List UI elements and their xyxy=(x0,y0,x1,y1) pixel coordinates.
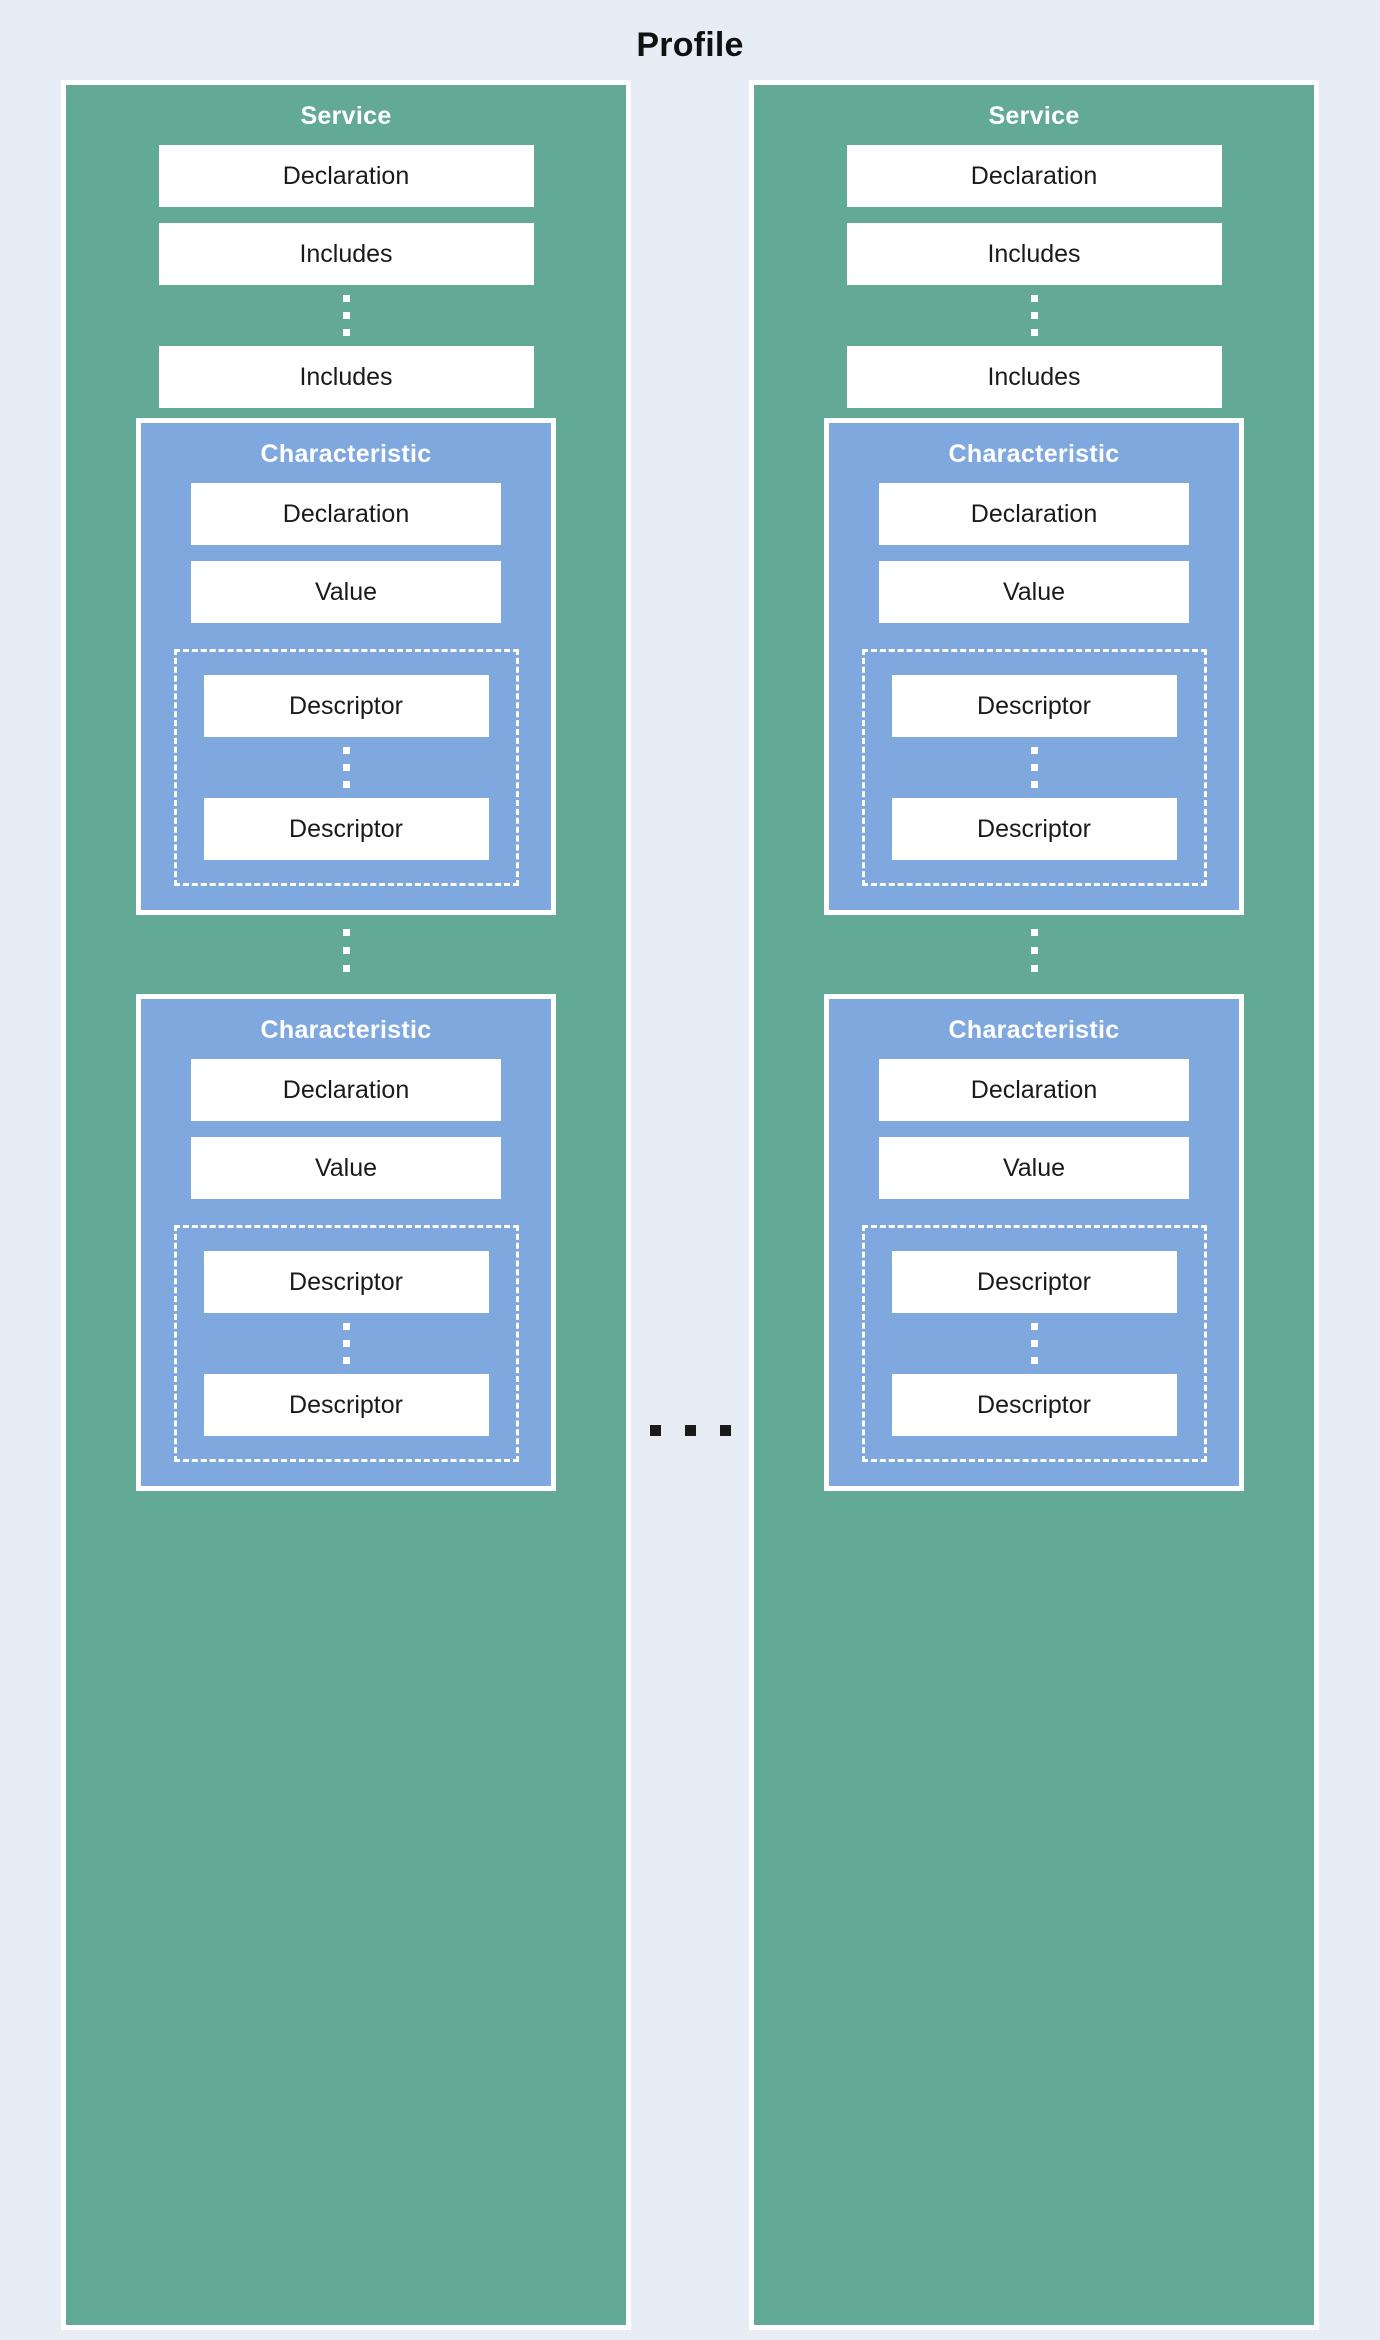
descriptor-ellipsis xyxy=(342,737,350,798)
characteristic-title: Characteristic xyxy=(260,440,432,468)
characteristic-value-box: Value xyxy=(191,1137,501,1199)
service-includes-ellipsis xyxy=(1030,285,1038,346)
ellipsis-dot xyxy=(1030,1323,1038,1330)
page-title: Profile xyxy=(636,26,744,64)
ellipsis-dot xyxy=(1030,781,1038,788)
characteristic-ellipsis xyxy=(342,915,350,984)
descriptor-group: Descriptor Descriptor xyxy=(173,649,519,886)
descriptor-box: Descriptor xyxy=(891,675,1177,737)
ellipsis-dot xyxy=(1030,312,1038,319)
characteristic-block: Characteristic Declaration Value Descrip… xyxy=(136,418,556,915)
ellipsis-dot xyxy=(1030,965,1038,972)
characteristic-value-box: Value xyxy=(879,1137,1189,1199)
descriptor-box: Descriptor xyxy=(891,1374,1177,1436)
characteristic-declaration-box: Declaration xyxy=(191,1059,501,1121)
characteristic-value-box: Value xyxy=(191,561,501,623)
characteristic-declaration-box: Declaration xyxy=(879,1059,1189,1121)
descriptor-group: Descriptor Descriptor xyxy=(861,1225,1207,1462)
ellipsis-dot xyxy=(1030,929,1038,936)
ellipsis-dot xyxy=(1030,947,1038,954)
service-includes-box: Includes xyxy=(846,223,1222,285)
descriptor-box: Descriptor xyxy=(203,675,489,737)
descriptor-ellipsis xyxy=(342,1313,350,1374)
ellipsis-dot xyxy=(342,781,350,788)
characteristic-title: Characteristic xyxy=(948,440,1120,468)
characteristic-block: Characteristic Declaration Value Descrip… xyxy=(824,418,1244,915)
ellipsis-dot xyxy=(342,929,350,936)
ellipsis-dot xyxy=(1030,1357,1038,1364)
services-row: Service Declaration Includes Includes Ch… xyxy=(0,80,1380,2330)
ellipsis-dot xyxy=(342,1323,350,1330)
ellipsis-dot xyxy=(1030,764,1038,771)
descriptor-box: Descriptor xyxy=(203,1374,489,1436)
ellipsis-dot xyxy=(342,1357,350,1364)
ellipsis-dot xyxy=(342,329,350,336)
service-declaration-box: Declaration xyxy=(158,145,534,207)
descriptor-ellipsis xyxy=(1030,737,1038,798)
characteristic-declaration-box: Declaration xyxy=(879,483,1189,545)
ellipsis-dot xyxy=(1030,1340,1038,1347)
characteristic-value-box: Value xyxy=(879,561,1189,623)
ellipsis-dot xyxy=(1030,329,1038,336)
descriptor-ellipsis xyxy=(1030,1313,1038,1374)
ellipsis-dot xyxy=(342,295,350,302)
ellipsis-dot xyxy=(1030,747,1038,754)
descriptor-box: Descriptor xyxy=(891,1251,1177,1313)
descriptor-box: Descriptor xyxy=(203,1251,489,1313)
service-block: Service Declaration Includes Includes Ch… xyxy=(61,80,631,2330)
characteristic-block: Characteristic Declaration Value Descrip… xyxy=(136,994,556,1491)
ellipsis-dot xyxy=(342,1340,350,1347)
ellipsis-dot xyxy=(342,312,350,319)
descriptor-group: Descriptor Descriptor xyxy=(861,649,1207,886)
characteristic-block: Characteristic Declaration Value Descrip… xyxy=(824,994,1244,1491)
descriptor-box: Descriptor xyxy=(203,798,489,860)
characteristic-declaration-box: Declaration xyxy=(191,483,501,545)
ellipsis-dot xyxy=(342,764,350,771)
ellipsis-dot xyxy=(342,965,350,972)
descriptor-group: Descriptor Descriptor xyxy=(173,1225,519,1462)
service-title: Service xyxy=(988,102,1080,130)
descriptor-box: Descriptor xyxy=(891,798,1177,860)
service-block: Service Declaration Includes Includes Ch… xyxy=(749,80,1319,2330)
service-title: Service xyxy=(300,102,392,130)
characteristic-ellipsis xyxy=(1030,915,1038,984)
characteristic-title: Characteristic xyxy=(948,1016,1120,1044)
characteristic-title: Characteristic xyxy=(260,1016,432,1044)
ellipsis-dot xyxy=(342,747,350,754)
service-declaration-box: Declaration xyxy=(846,145,1222,207)
ellipsis-dot xyxy=(342,947,350,954)
service-includes-box: Includes xyxy=(158,223,534,285)
service-includes-ellipsis xyxy=(342,285,350,346)
ellipsis-dot xyxy=(1030,295,1038,302)
service-includes-box: Includes xyxy=(158,346,534,408)
service-includes-box: Includes xyxy=(846,346,1222,408)
